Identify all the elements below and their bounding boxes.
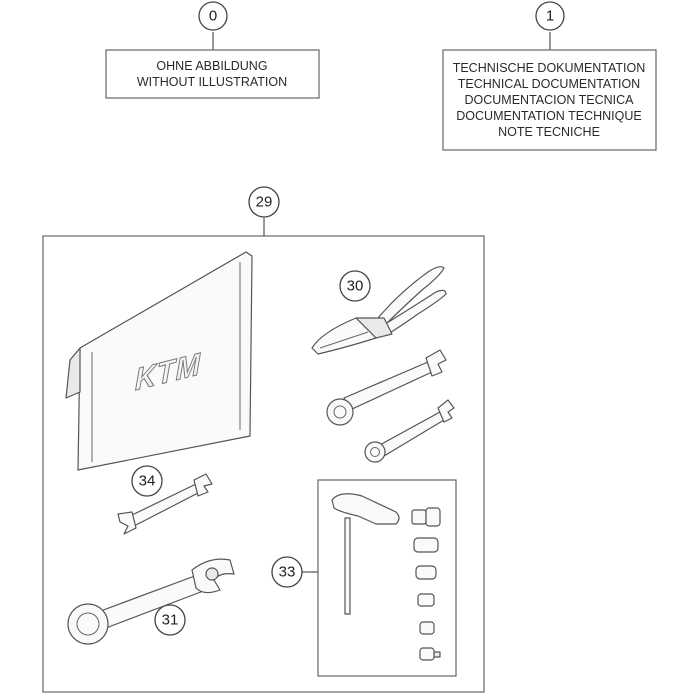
combination-wrench-large[interactable]: [326, 349, 447, 426]
pliers-handle-upper: [377, 266, 445, 327]
pliers-handle-lower: [381, 289, 447, 335]
callout-31-circle[interactable]: [154, 604, 186, 636]
no-illustration-label-en: WITHOUT ILLUSTRATION: [137, 75, 287, 89]
callout-0-number: 0: [209, 8, 217, 25]
no-illustration-label-de: OHNE ABBILDUNG: [156, 59, 267, 73]
wrench-large-ring: [326, 398, 354, 426]
no-illustration-box: [105, 49, 320, 99]
pliers[interactable]: [311, 266, 447, 355]
open-end-wrench-head-left: [117, 511, 137, 535]
socket-bit-6-tip: [433, 651, 441, 658]
t-handle-allen-key[interactable]: [331, 493, 400, 615]
wrench-small-ring: [364, 441, 386, 463]
socket-bit-3: [415, 565, 437, 580]
wrench-large-open-end: [425, 349, 447, 377]
callout-group-1: 1 TECHNISCHE DOKUMENTATION TECHNICAL DOC…: [442, 1, 657, 151]
socket-bit-1-top: [425, 507, 441, 527]
ring-wrench-pivot: [205, 567, 219, 581]
tool-bag[interactable]: KTM: [65, 251, 253, 471]
tech-doc-label-de: TECHNISCHE DOKUMENTATION: [453, 61, 646, 75]
callout-31-number: 31: [162, 612, 179, 629]
tech-doc-label-fr: DOCUMENTATION TECHNIQUE: [456, 109, 641, 123]
callout-1-circle[interactable]: [535, 1, 565, 31]
callout-group-30: 30: [339, 270, 371, 302]
socket-bits[interactable]: [411, 507, 441, 661]
tech-doc-label-es: DOCUMENTACION TECNICA: [465, 93, 635, 107]
open-end-wrench-head-right: [193, 473, 213, 497]
callout-33-number: 33: [279, 564, 296, 581]
socket-bit-2: [413, 537, 439, 553]
callout-30-number: 30: [347, 278, 364, 295]
tech-doc-label-en: TECHNICAL DOCUMENTATION: [458, 77, 640, 91]
combination-wrench-small[interactable]: [364, 399, 455, 463]
callout-34-circle[interactable]: [131, 465, 163, 497]
socket-bit-5: [419, 621, 435, 635]
callout-29-circle[interactable]: [248, 186, 280, 218]
t-handle-grip: [331, 493, 400, 525]
wrench-small-open-end: [437, 399, 455, 423]
callout-34-number: 34: [139, 473, 156, 490]
socket-bit-6: [419, 647, 435, 661]
callout-0-circle[interactable]: [198, 1, 228, 31]
callout-group-0: 0 OHNE ABBILDUNG WITHOUT ILLUSTRATION: [105, 1, 320, 99]
callout-30-circle[interactable]: [339, 270, 371, 302]
socket-bit-4: [417, 593, 435, 607]
tool-bag-body: [77, 251, 253, 471]
ring-wrench-ring: [67, 603, 109, 645]
callout-group-31: 31: [154, 604, 186, 636]
callout-1-number: 1: [546, 8, 554, 25]
callout-group-34: 34: [131, 465, 163, 497]
tech-doc-label-it: NOTE TECNICHE: [498, 125, 600, 139]
open-end-wrench[interactable]: [117, 473, 213, 535]
technical-documentation-box: [442, 49, 657, 151]
callout-29-number: 29: [256, 194, 273, 211]
tool-bag-flap: [65, 347, 81, 399]
socket-bit-1: [411, 509, 427, 525]
ring-wrench[interactable]: [67, 558, 235, 645]
allen-key-shaft: [344, 517, 351, 615]
